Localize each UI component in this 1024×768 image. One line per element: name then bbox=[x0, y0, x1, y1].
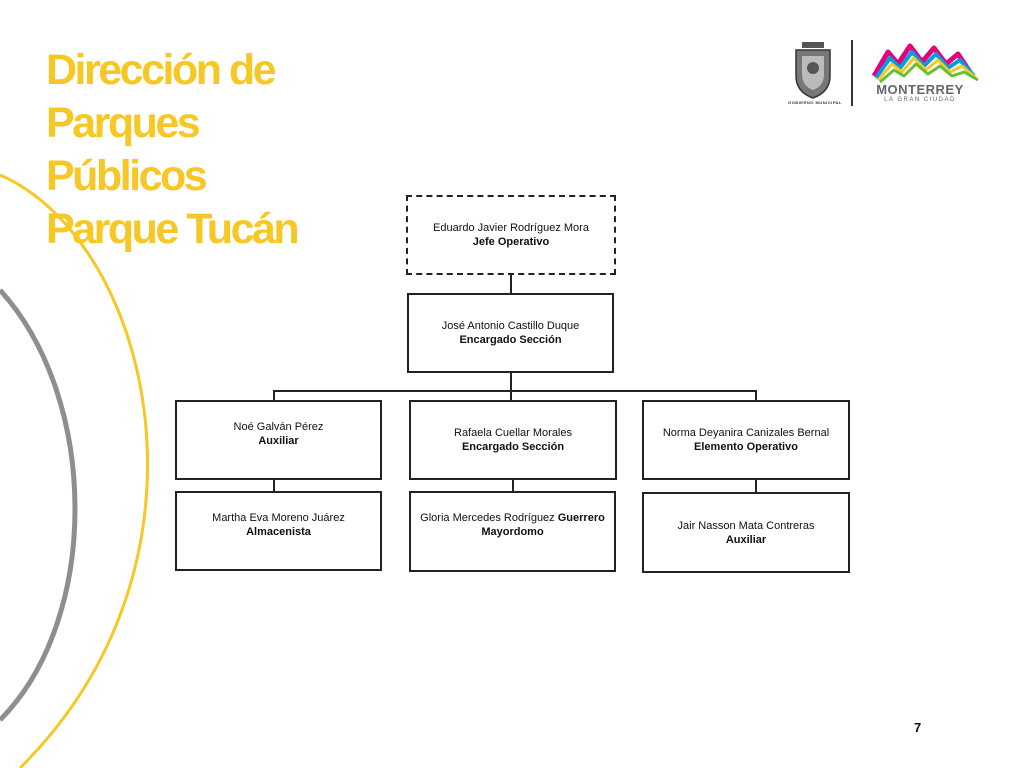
org-box-col1-bottom: Martha Eva Moreno Juárez Almacenista bbox=[175, 491, 382, 571]
col1-top-name: Noé Galván Pérez bbox=[233, 421, 324, 433]
org-box-col2-top: Rafaela Cuellar Morales Encargado Secció… bbox=[409, 400, 617, 480]
title-line-1: Dirección de bbox=[46, 46, 277, 94]
col2-bottom-name: Gloria Mercedes Rodríguez bbox=[420, 512, 555, 524]
head-name: Eduardo Javier Rodríguez Mora bbox=[433, 222, 589, 234]
city-name: MONTERREY bbox=[876, 82, 964, 97]
page-title: Dirección de Parques Públicos Parque Tuc… bbox=[46, 44, 366, 256]
col2-bottom-role: Mayordomo bbox=[481, 526, 544, 538]
title-line-2: Parques bbox=[46, 99, 201, 147]
connector-head-section bbox=[510, 274, 512, 294]
col3-bottom-name: Jair Nasson Mata Contreras bbox=[677, 519, 815, 532]
connector-col1-lower bbox=[273, 479, 275, 492]
coat-of-arms-icon bbox=[795, 40, 979, 106]
connector-col2-lower bbox=[512, 479, 514, 492]
logo-area: GOBIERNO MUNICIPAL MONTERREY LA GRAN CIU… bbox=[788, 38, 988, 108]
section-name: José Antonio Castillo Duque bbox=[441, 320, 580, 332]
gray-arc bbox=[0, 288, 78, 722]
col2-top-name: Rafaela Cuellar Morales bbox=[454, 427, 572, 439]
yellow-arc bbox=[0, 173, 149, 768]
org-box-col1-top: Noé Galván Pérez Auxiliar bbox=[175, 400, 382, 480]
col3-bottom-role: Auxiliar bbox=[725, 533, 767, 546]
org-box-section: José Antonio Castillo Duque Encargado Se… bbox=[407, 293, 614, 373]
col2-top-role: Encargado Sección bbox=[461, 441, 565, 453]
title-line-3: Públicos bbox=[46, 152, 208, 200]
org-box-col2-bottom: Gloria Mercedes Rodríguez Guerrero Mayor… bbox=[409, 491, 616, 572]
city-tagline: LA GRAN CIUDAD bbox=[884, 97, 956, 103]
col1-bottom-name: Martha Eva Moreno Juárez bbox=[212, 512, 345, 524]
connector-col3-lower bbox=[755, 479, 757, 493]
col2-bottom-name-line: Gloria Mercedes Rodríguez Guerrero bbox=[420, 511, 605, 525]
head-role: Jefe Operativo bbox=[472, 236, 550, 248]
connector-section-bus bbox=[510, 372, 512, 392]
section-role: Encargado Sección bbox=[459, 334, 562, 346]
org-box-col3-top: Norma Deyanira Canizales Bernal Elemento… bbox=[642, 400, 850, 480]
col1-top-role: Auxiliar bbox=[258, 435, 299, 447]
title-line-4: Parque Tucán bbox=[46, 205, 300, 253]
org-box-col3-bottom: Jair Nasson Mata Contreras Auxiliar bbox=[642, 492, 850, 573]
municipal-caption: GOBIERNO MUNICIPAL bbox=[788, 100, 842, 105]
connector-col1-drop bbox=[273, 390, 275, 401]
page-number: 7 bbox=[914, 720, 922, 735]
col3-top-role: Elemento Operativo bbox=[694, 441, 798, 453]
connector-col3-drop bbox=[755, 390, 757, 401]
col1-bottom-role: Almacenista bbox=[246, 526, 311, 538]
connector-horizontal-bus bbox=[273, 390, 757, 392]
col3-top-name: Norma Deyanira Canizales Bernal bbox=[662, 427, 830, 439]
col2-bottom-name-bold: Guerrero bbox=[557, 512, 605, 524]
org-box-head: Eduardo Javier Rodríguez Mora Jefe Opera… bbox=[406, 195, 616, 275]
connector-col2-drop bbox=[510, 390, 512, 401]
